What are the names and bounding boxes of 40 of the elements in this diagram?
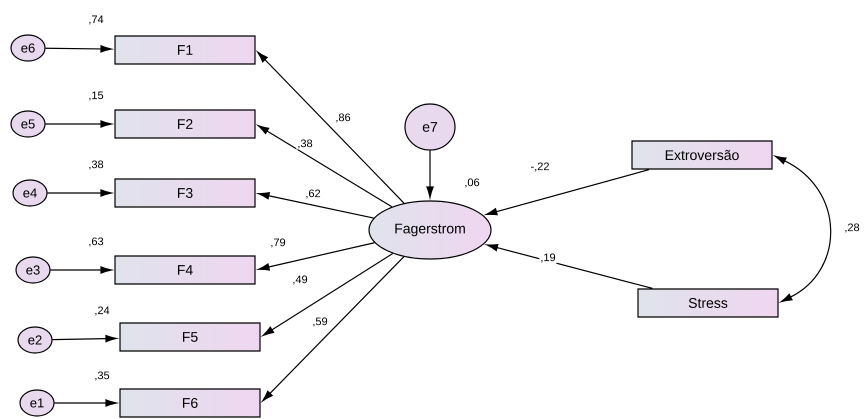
arrow	[54, 399, 117, 407]
coefficient-label: ,15	[89, 92, 104, 100]
coefficient-label: ,63	[89, 237, 104, 247]
edge-label: ,62	[306, 189, 320, 199]
edge-label: ,79	[271, 238, 286, 248]
arrow	[257, 52, 404, 204]
edge-label: -,22	[531, 162, 549, 172]
variable-box: F1	[114, 35, 256, 65]
arrow	[426, 150, 434, 198]
coefficient-label: ,74	[89, 16, 104, 24]
arrow	[258, 192, 374, 219]
variable-box: Stress	[637, 288, 779, 318]
edge-label: ,28	[845, 223, 860, 233]
edge-label: ,38	[298, 139, 312, 149]
variable-box: Extroversão	[631, 140, 773, 170]
variable-box: F6	[119, 388, 261, 418]
arrow	[262, 253, 394, 336]
arrow	[486, 244, 653, 289]
arrow	[258, 242, 375, 271]
variable-box: F2	[114, 109, 256, 139]
variable-box: F5	[119, 322, 261, 352]
arrow	[50, 266, 112, 274]
coefficient-label: ,35	[95, 371, 110, 381]
coefficient-label: ,38	[89, 160, 104, 170]
arrow	[48, 189, 112, 197]
coefficient-label: ,06	[465, 178, 480, 188]
arrow	[486, 169, 650, 216]
edge-label: ,19	[541, 253, 556, 263]
arrow	[46, 120, 112, 128]
edge-label: ,59	[313, 317, 328, 327]
coefficient-label: ,24	[95, 306, 110, 316]
edge-label: ,86	[336, 113, 350, 123]
variable-box: F4	[114, 255, 256, 285]
arrow	[258, 125, 392, 208]
arrow	[262, 256, 404, 402]
variable-box: F3	[114, 178, 256, 208]
arrow	[46, 45, 112, 53]
arrow	[52, 334, 117, 342]
arrow	[774, 156, 832, 302]
edge-label: ,49	[293, 275, 308, 285]
